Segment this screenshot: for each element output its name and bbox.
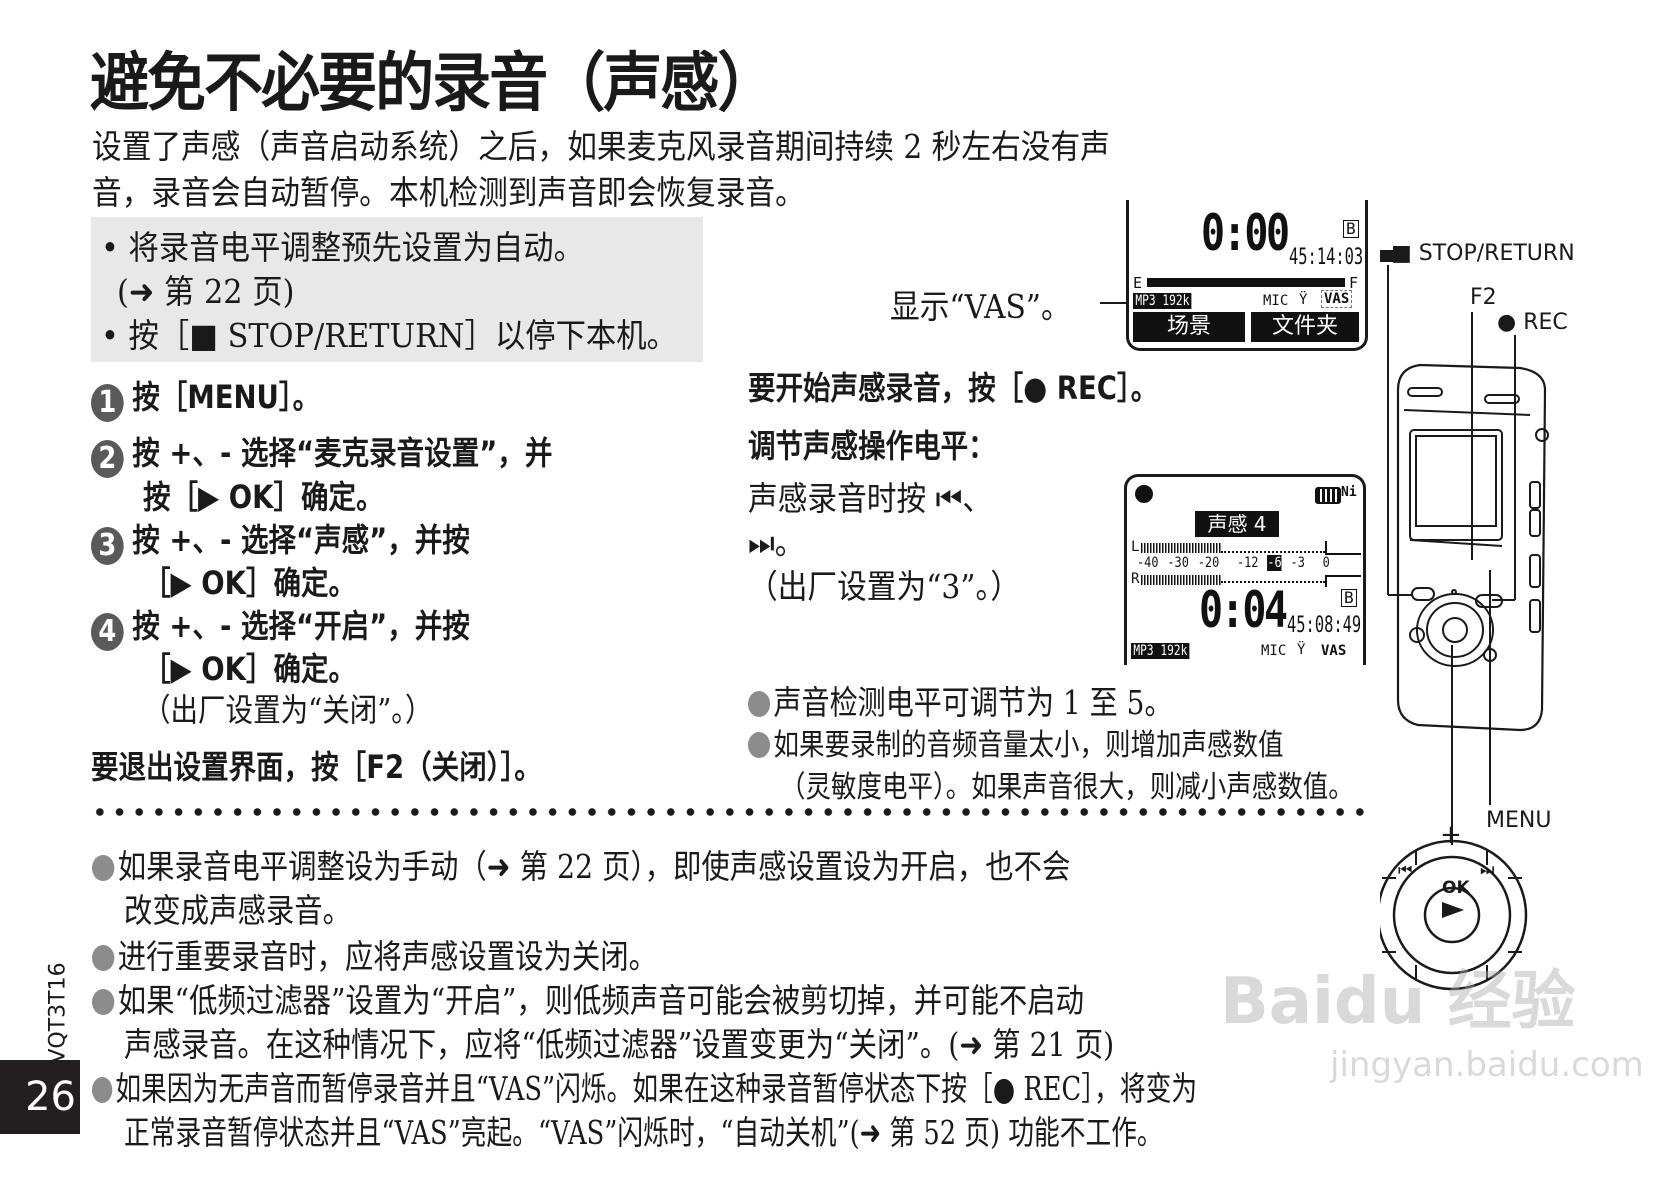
elapsed-time: 0:04 bbox=[1199, 581, 1288, 639]
softkey-folder[interactable]: 文件夹 bbox=[1251, 312, 1359, 342]
level-note: 声音检测电平可调节为 1 至 5。 bbox=[748, 676, 1173, 724]
note-item-continued: 声感录音。在这种情况下，应将“低频过滤器”设置变更为“关闭”。(➜ 第 21 页… bbox=[124, 1025, 1115, 1064]
memory-bar bbox=[1147, 278, 1345, 287]
precondition-item: • 按［■ STOP/RETURN］以停下本机。 bbox=[101, 316, 678, 355]
format-badge: MP3 192k bbox=[1133, 293, 1192, 309]
format-badge: MP3 192k bbox=[1131, 643, 1190, 659]
step-number-badge: 3 bbox=[91, 527, 124, 565]
note-item: 如果“低频过滤器”设置为“开启”，则低频声音可能会被剪切掉，并可能不启动 bbox=[92, 974, 1084, 1022]
remaining-time: 45:08:49 bbox=[1287, 613, 1362, 638]
bullet-icon bbox=[92, 989, 115, 1015]
pad-plus-icon[interactable]: + bbox=[1440, 820, 1462, 850]
note-item-continued: 正常录音暂停状态并且“VAS”亮起。“VAS”闪烁时，“自动关机”(➜ 第 52… bbox=[124, 1113, 1163, 1152]
adjust-heading: 调节声感操作电平： bbox=[748, 427, 996, 465]
record-indicator-icon bbox=[1135, 485, 1153, 503]
adjust-line: ⏭。 bbox=[748, 523, 805, 562]
f2-label: F2 bbox=[1470, 285, 1497, 310]
page-title: 避免不必要的录音（声感） bbox=[90, 47, 776, 121]
bullet-icon bbox=[748, 732, 771, 758]
step-number-badge: 2 bbox=[91, 440, 124, 478]
step-4-continued: ［▶ OK］确定。 bbox=[143, 650, 357, 688]
adjust-default-note: （出厂设置为“3”。） bbox=[748, 567, 1021, 606]
battery-icon bbox=[1315, 487, 1341, 504]
watermark-url: jingyan.baidu.com bbox=[1330, 1045, 1644, 1085]
pad-next-icon[interactable]: ⏭ bbox=[1480, 860, 1495, 879]
rec-label: ● REC bbox=[1497, 310, 1568, 335]
lcd-recording-screen: Ni 声感 4 L -40 -30 -20 -12 -6 -3 0 R 0:04… bbox=[1124, 474, 1366, 665]
note-item: 如果因为无声音而暂停录音并且“VAS”闪烁。如果在这种录音暂停状态下按［● RE… bbox=[92, 1062, 1197, 1110]
mic-icon: Ÿ bbox=[1297, 642, 1306, 658]
level-meter-right bbox=[1141, 575, 1221, 585]
document-code: VQT3T16 bbox=[45, 961, 71, 1064]
page-number: 26 bbox=[0, 1060, 80, 1134]
exit-instruction: 要退出设置界面，按［F2（关闭）］。 bbox=[91, 748, 542, 786]
menu-label: MENU bbox=[1486, 808, 1552, 833]
level-note-continued: （灵敏度电平）。如果声音很大，则减小声感数值。 bbox=[780, 770, 1354, 805]
pad-minus-icon[interactable]: − bbox=[1442, 895, 1464, 925]
pad-ok-label[interactable]: OK bbox=[1442, 878, 1470, 898]
level-note: 如果要录制的音频音量太小，则增加声感数值 bbox=[748, 720, 1284, 764]
bullet-icon bbox=[748, 691, 771, 717]
play-icon bbox=[1442, 902, 1464, 918]
softkey-scene[interactable]: 场景 bbox=[1133, 312, 1245, 342]
factory-default-note: （出厂设置为“关闭”。） bbox=[143, 691, 433, 729]
precondition-item: • 将录音电平调整预先设置为自动。 bbox=[101, 228, 584, 267]
bullet-icon bbox=[92, 1077, 113, 1103]
pad-prev-icon[interactable]: ⏮ bbox=[1398, 860, 1413, 879]
bullet-icon bbox=[92, 945, 115, 971]
adjust-line: 声感录音时按 ⏮、 bbox=[748, 479, 993, 518]
note-item: 如果录音电平调整设为手动（➜ 第 22 页），即使声感设置设为开启，也不会 bbox=[92, 840, 1070, 888]
note-item: 进行重要录音时，应将声感设置设为关闭。 bbox=[92, 930, 657, 978]
vas-indicator: VAS bbox=[1321, 290, 1353, 308]
dotted-separator bbox=[90, 806, 1370, 818]
stop-return-label: ■ STOP/RETURN bbox=[1391, 241, 1575, 266]
watermark-logo: Baidu 经验 bbox=[1220, 965, 1576, 1039]
mic-indicator: MIC bbox=[1261, 643, 1287, 659]
folder-indicator: B bbox=[1343, 220, 1359, 238]
remaining-time: 45:14:03 bbox=[1289, 245, 1364, 270]
voice-recorder-illustration bbox=[1380, 250, 1549, 991]
display-vas-label: 显示“VAS”。 bbox=[890, 287, 1071, 326]
step-3-continued: ［▶ OK］确定。 bbox=[143, 564, 357, 602]
step-number-badge: 1 bbox=[91, 384, 124, 422]
start-instruction: 要开始声感录音，按［● REC］。 bbox=[748, 369, 1159, 407]
lcd-standby-screen: 0:00 B 45:14:03 E F MP3 192k MIC Ÿ VAS 场… bbox=[1126, 200, 1368, 351]
step-number-badge: 4 bbox=[91, 613, 124, 651]
step-2-continued: 按［▶ OK］确定。 bbox=[143, 478, 384, 516]
note-item-continued: 改变成声感录音。 bbox=[124, 891, 352, 930]
vas-level-badge: 声感 4 bbox=[1195, 511, 1279, 537]
db-scale: -40 -30 -20 -12 -6 -3 0 bbox=[1137, 555, 1330, 571]
mic-icon: Ÿ bbox=[1299, 292, 1308, 308]
folder-indicator: B bbox=[1341, 589, 1357, 607]
stop-square-icon bbox=[1380, 250, 1394, 262]
intro-paragraph: 设置了声感（声音启动系统）之后，如果麦克风录音期间持续 2 秒左右没有声 音，录… bbox=[92, 124, 1226, 216]
intro-line: 设置了声感（声音启动系统）之后，如果麦克风录音期间持续 2 秒左右没有声 bbox=[92, 127, 1110, 166]
intro-line: 音，录音会自动暂停。本机检测到声音即会恢复录音。 bbox=[92, 173, 805, 212]
elapsed-time: 0:00 bbox=[1201, 204, 1290, 262]
mic-indicator: MIC bbox=[1263, 293, 1289, 309]
precondition-reference: (➜ 第 22 页) bbox=[117, 272, 295, 311]
vas-indicator: VAS bbox=[1321, 643, 1347, 659]
preconditions-box: • 将录音电平调整预先设置为自动。 (➜ 第 22 页) • 按［■ STOP/… bbox=[91, 217, 703, 362]
bullet-icon bbox=[92, 855, 115, 881]
level-meter-left bbox=[1141, 543, 1221, 553]
